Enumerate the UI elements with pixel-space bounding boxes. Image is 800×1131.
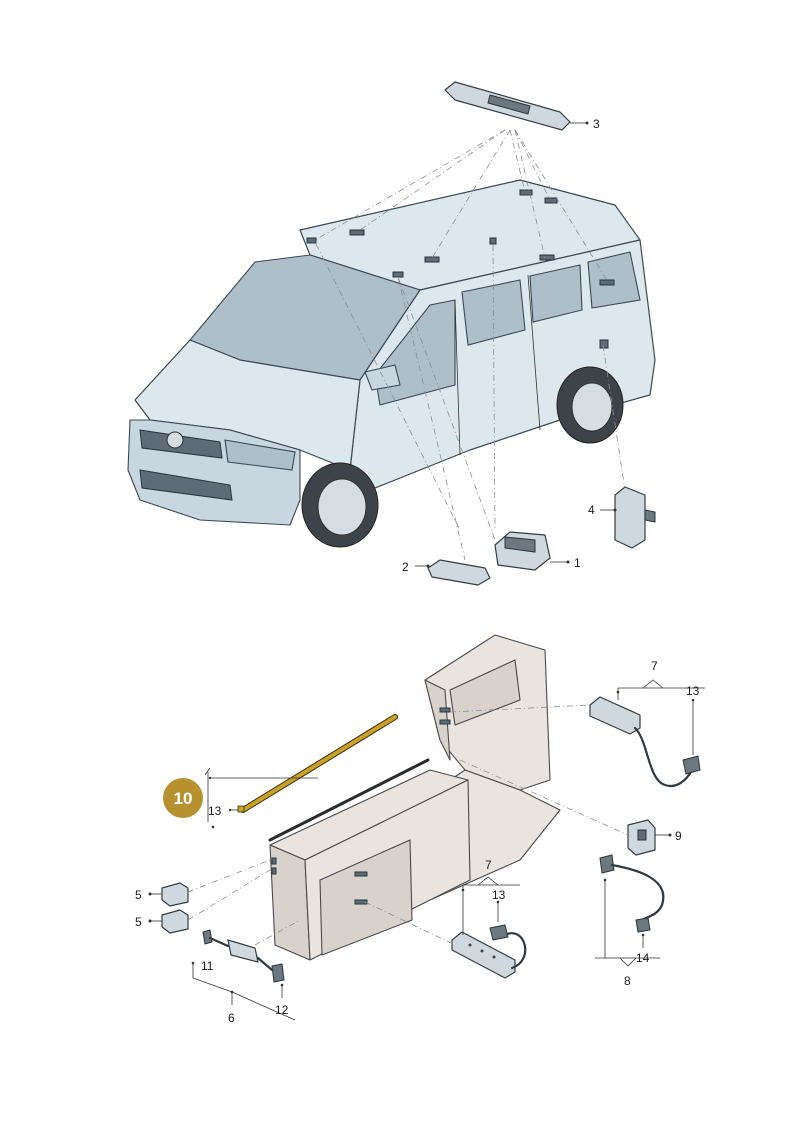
callout-5-top: 5 xyxy=(135,888,142,902)
part-9-clip: 9 xyxy=(459,759,682,856)
callout-8: 8 xyxy=(624,974,631,988)
callout-6: 6 xyxy=(228,1011,235,1025)
callout-11: 11 xyxy=(201,959,214,973)
part-5-switches: 5 5 xyxy=(135,859,271,934)
callout-7-middle: 7 xyxy=(485,858,492,872)
callout-5-bottom: 5 xyxy=(135,915,142,929)
part-2-lamp: 2 xyxy=(402,559,491,586)
highlight-badge-10: 10 xyxy=(163,778,203,818)
callout-9: 9 xyxy=(675,829,682,843)
part-10-highlighted-strip xyxy=(237,714,398,813)
part-6-harness: 11 12 6 xyxy=(191,919,301,1025)
part-7-lamp-right: 7 13 xyxy=(449,659,705,788)
interior-furniture xyxy=(268,634,561,961)
callout-12: 12 xyxy=(275,1003,289,1017)
part-8-cable: 14 8 xyxy=(595,854,665,988)
callout-3: 3 xyxy=(593,117,600,131)
callout-1: 1 xyxy=(574,556,581,570)
callout-13-middle: 13 xyxy=(492,888,506,902)
callout-13-left: 13 xyxy=(208,804,222,818)
part-4-control-unit: 4 xyxy=(588,486,656,549)
part-7-lamp-middle: 7 13 xyxy=(364,858,527,979)
callout-7-right: 7 xyxy=(651,659,658,673)
badge-label: 10 xyxy=(174,789,193,808)
callout-4: 4 xyxy=(588,503,595,517)
part-3-roof-light: 3 xyxy=(444,81,600,131)
callout-group-13-left: 13 xyxy=(204,767,318,829)
upper-leader-lines xyxy=(314,129,626,561)
callout-2: 2 xyxy=(402,560,409,574)
callout-13-right: 13 xyxy=(686,684,700,698)
van-illustration xyxy=(127,179,656,548)
part-1-switch-module: 1 xyxy=(494,531,581,571)
